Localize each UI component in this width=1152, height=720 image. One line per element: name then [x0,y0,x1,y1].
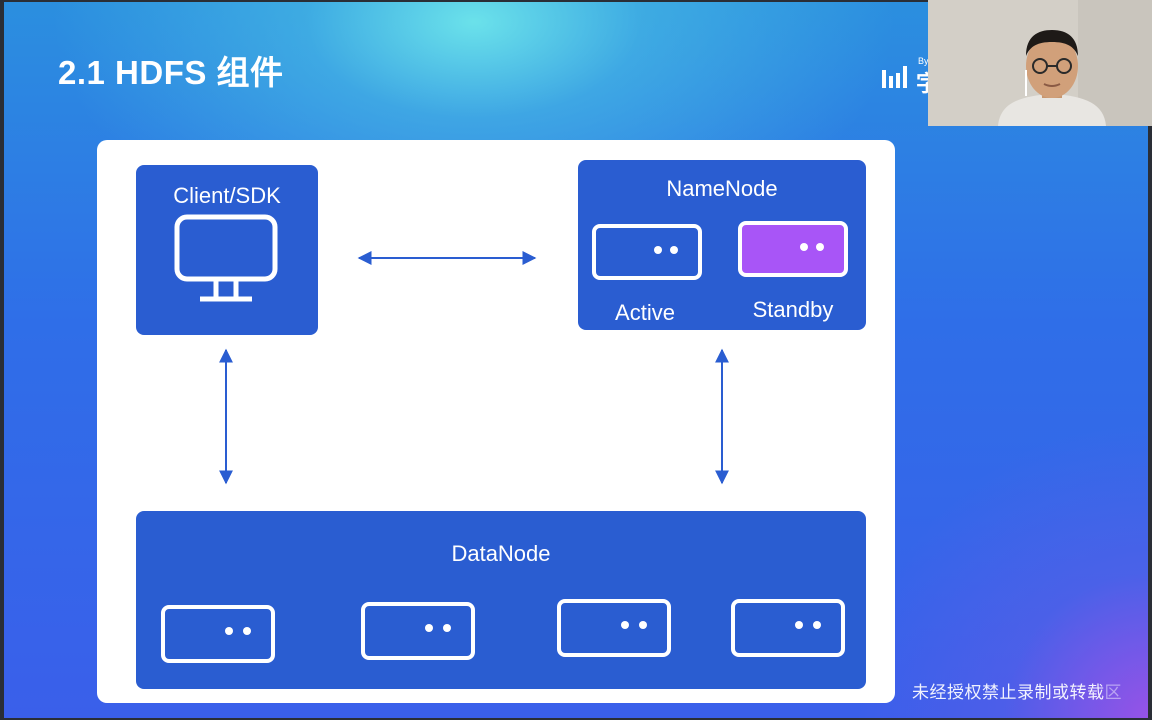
watermark-suffix: 区 [1104,683,1122,702]
client-sdk-label: Client/SDK [173,183,281,208]
server-dot [243,627,251,635]
standby-label: Standby [752,297,834,322]
server-dot [225,627,233,635]
monitor-icon [174,214,278,302]
standby-server-icon [738,221,848,277]
active-server-icon [592,224,702,280]
namenode-label: NameNode [666,176,778,201]
server-dot [621,621,629,629]
presenter-webcam [928,0,1152,126]
server-dot [654,246,662,254]
datanode-box: DataNode [136,511,866,689]
datanode-label: DataNode [451,541,551,566]
client-sdk-box: Client/SDK [136,165,318,335]
datanode-server-icon [557,599,671,657]
presenter-avatar-icon [928,0,1152,126]
server-dot [813,621,821,629]
slide-title: 2.1 HDFS 组件 [58,54,284,91]
brand-by-text: By [918,56,929,66]
server-dot [670,246,678,254]
diagram-panel: Client/SDK NameNode [97,140,895,703]
datanode-server-icon [161,605,275,663]
watermark-text: 未经授权禁止录制或转载区 [912,678,1122,703]
datanode-server-icon [731,599,845,657]
server-dot [425,624,433,632]
server-dot [795,621,803,629]
server-dot [639,621,647,629]
active-label: Active [615,300,675,325]
server-dot [800,243,808,251]
namenode-box: NameNode Active Standby [578,160,866,330]
server-dot [816,243,824,251]
watermark-main: 未经授权禁止录制或转载 [912,683,1105,702]
bar-chart-logo-icon [882,66,907,88]
connection-arrows [219,251,729,485]
server-dot [443,624,451,632]
datanode-server-icon [361,602,475,660]
